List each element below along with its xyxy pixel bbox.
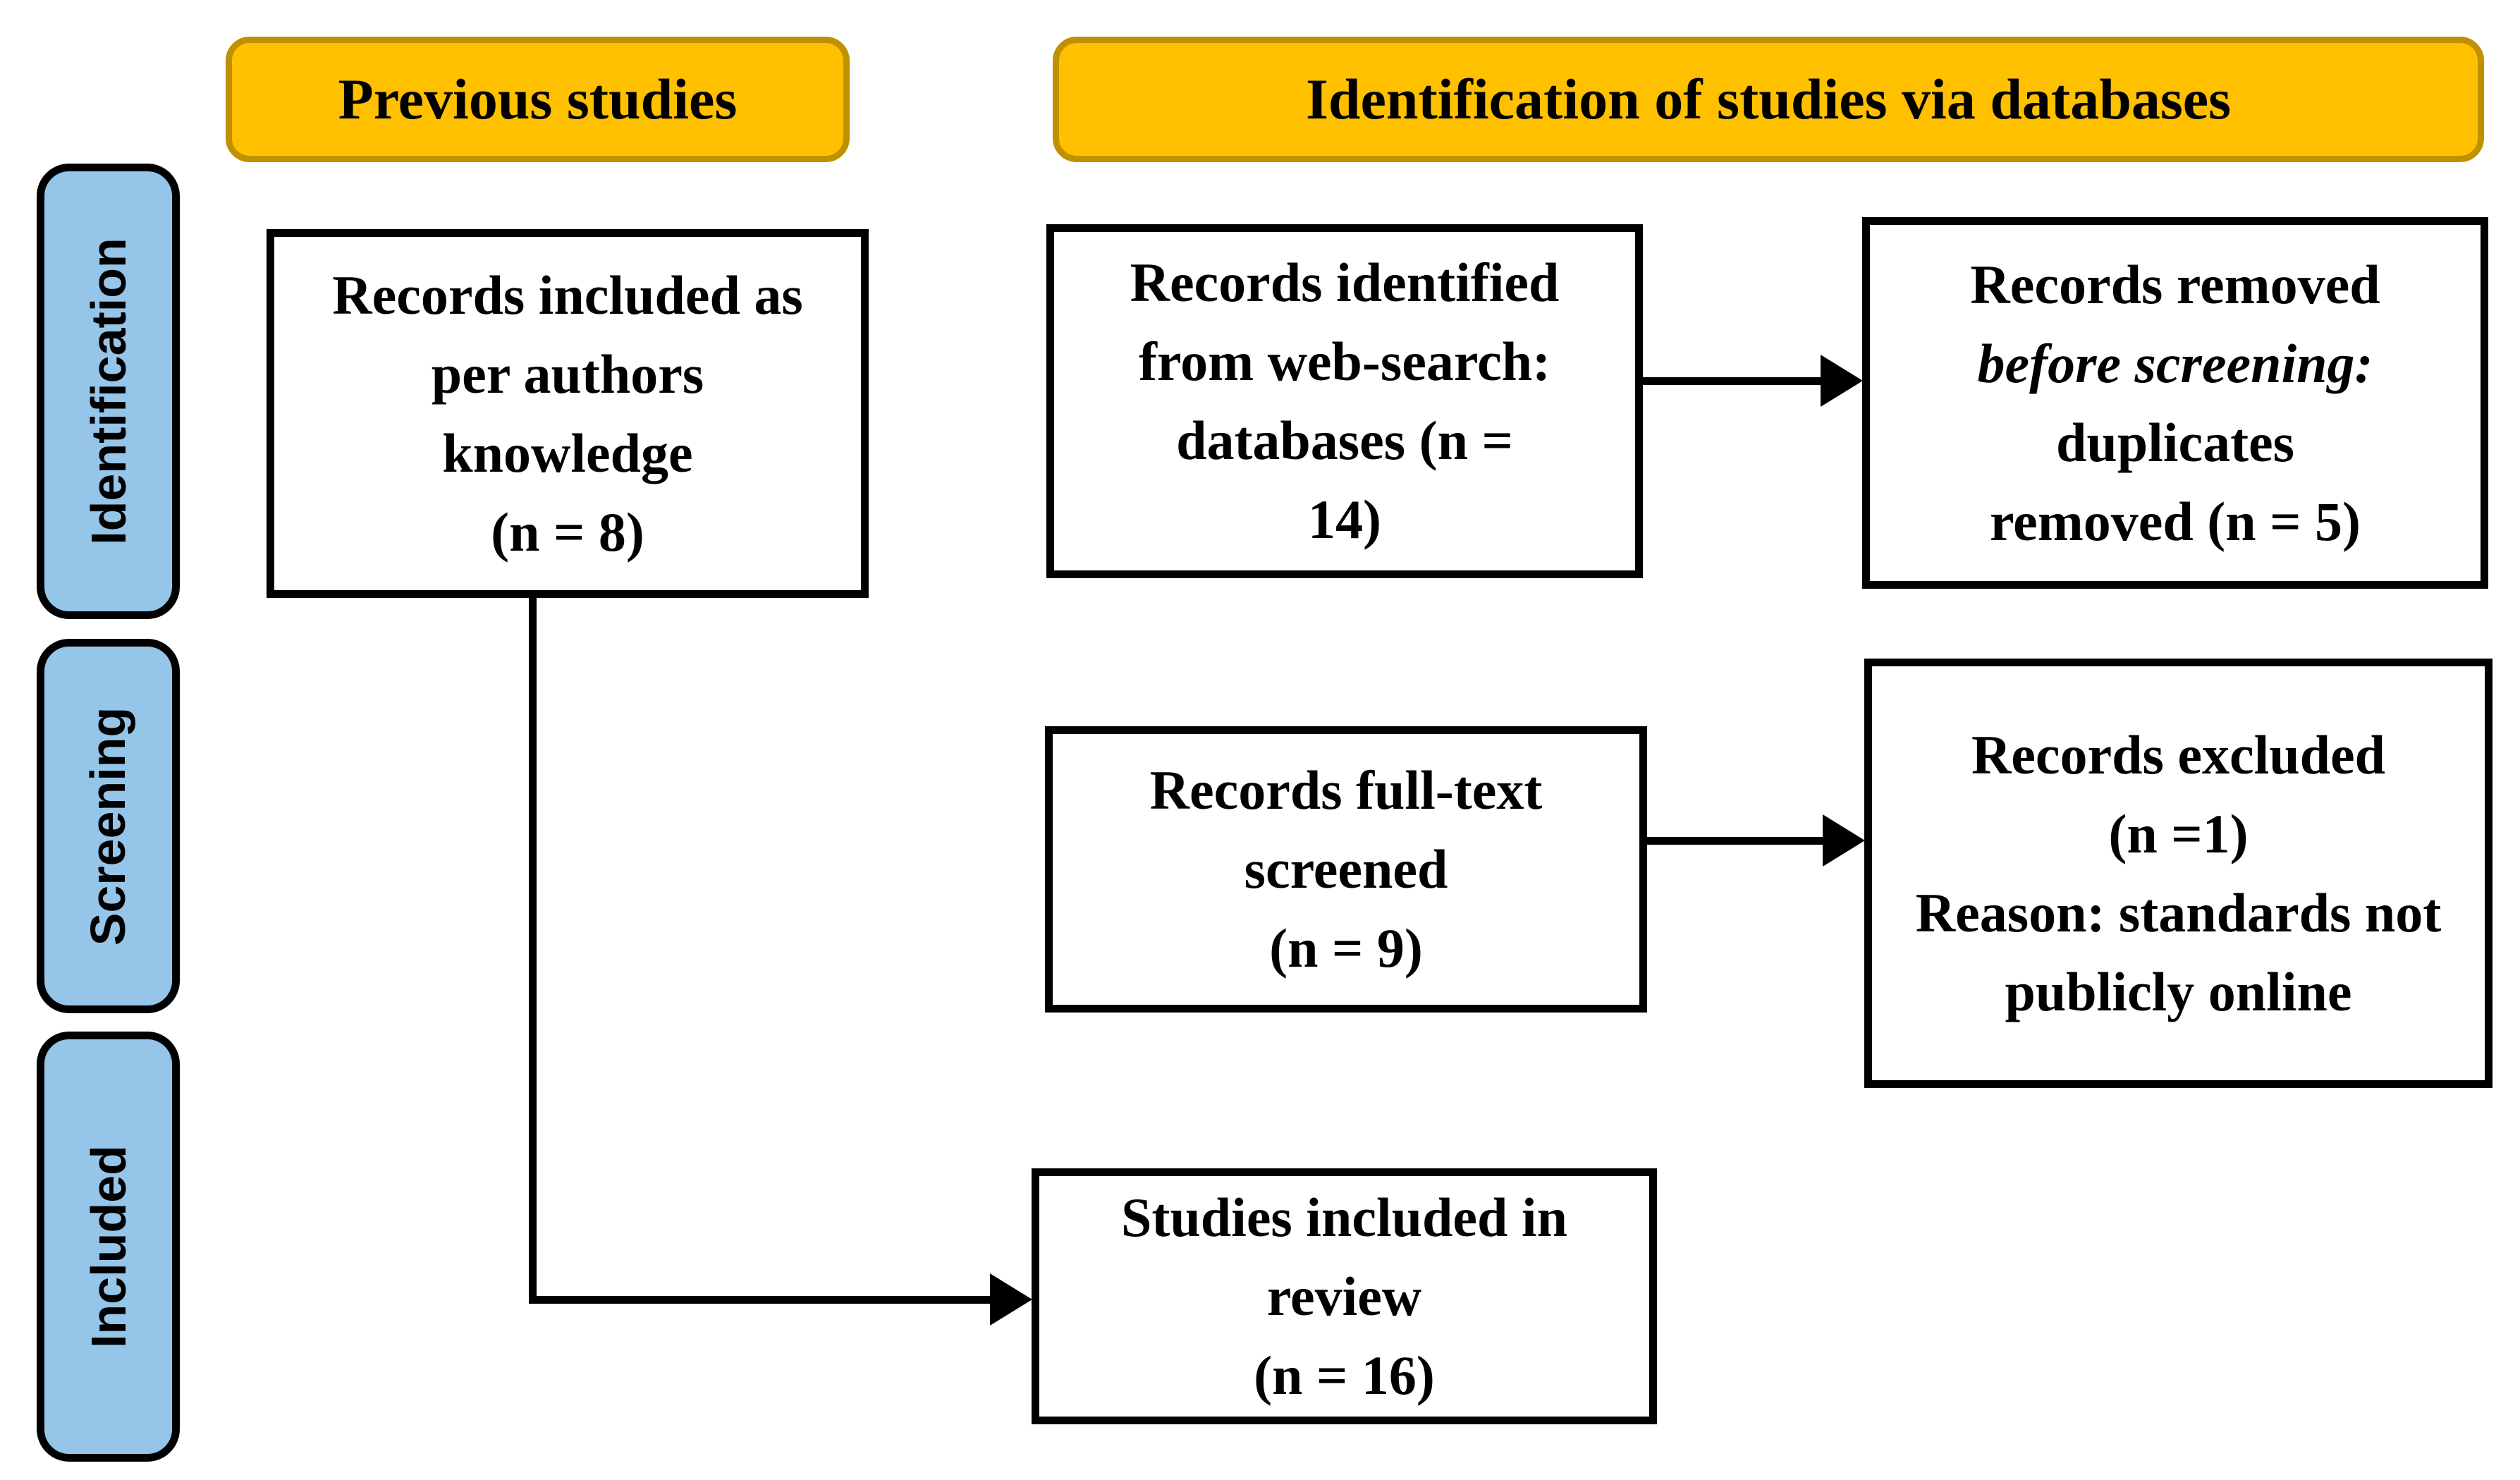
box-text-line: review [1266, 1265, 1422, 1327]
box-text-line: (n = 16) [1254, 1344, 1435, 1406]
stage-included: Included [37, 1032, 180, 1462]
connector-authors-to-review-horizontal [529, 1296, 992, 1304]
arrow-identified-to-removed-shaft [1643, 377, 1823, 385]
box-text-line: Reason: standards not [1915, 881, 2442, 943]
arrow-identified-to-removed-head-icon [1821, 355, 1863, 407]
box-text-line: (n = 9) [1269, 917, 1423, 979]
header-previous-studies: Previous studies [226, 37, 850, 162]
box-records-fulltext-screened: Records full-text screened (n = 9) [1045, 726, 1647, 1013]
arrow-screened-to-excluded-head-icon [1823, 814, 1865, 867]
arrow-screened-to-excluded-shaft [1647, 837, 1825, 845]
box-text-line: Records included as [332, 264, 803, 326]
stage-screening: Screening [37, 639, 180, 1013]
stage-included-label: Included [80, 1145, 136, 1348]
box-text-line: knowledge [442, 422, 693, 484]
box-text-line: Records removed [1970, 253, 2380, 315]
stage-screening-label: Screening [80, 707, 136, 946]
box-text-line: Records full-text [1149, 759, 1543, 821]
box-text-line: duplicates [2055, 411, 2295, 473]
box-text-line: databases (n = [1176, 410, 1513, 471]
box-text-line: 14) [1308, 489, 1381, 550]
box-text-line: Records excluded [1971, 723, 2386, 785]
connector-authors-to-review-vertical [529, 594, 537, 1304]
box-text-line: removed (n = 5) [1989, 490, 2361, 552]
box-text-line: Studies included in [1121, 1186, 1567, 1248]
box-text-line: per authors [431, 343, 704, 405]
header-identification-via-databases: Identification of studies via databases [1053, 37, 2484, 162]
box-text-line: (n =1) [2108, 802, 2249, 864]
stage-identification: Identification [37, 164, 180, 619]
box-text-line-italic: before screening: [1977, 332, 2373, 394]
box-text-line: Records identified [1130, 252, 1560, 313]
stage-identification-label: Identification [80, 238, 136, 545]
box-records-excluded: Records excluded (n =1) Reason: standard… [1864, 659, 2493, 1088]
box-text-line: publicly online [2005, 960, 2352, 1022]
box-records-included-authors-knowledge: Records included as per authors knowledg… [267, 229, 869, 598]
connector-authors-to-review-head-icon [990, 1273, 1032, 1326]
box-text-line: (n = 8) [491, 501, 644, 563]
box-records-removed-before-screening: Records removed before screening: duplic… [1862, 217, 2488, 589]
box-text-line: screened [1244, 838, 1448, 900]
box-studies-included-review: Studies included in review (n = 16) [1032, 1168, 1657, 1424]
box-records-identified-databases: Records identified from web-search: data… [1046, 224, 1643, 578]
box-text-line: from web-search: [1138, 331, 1551, 392]
